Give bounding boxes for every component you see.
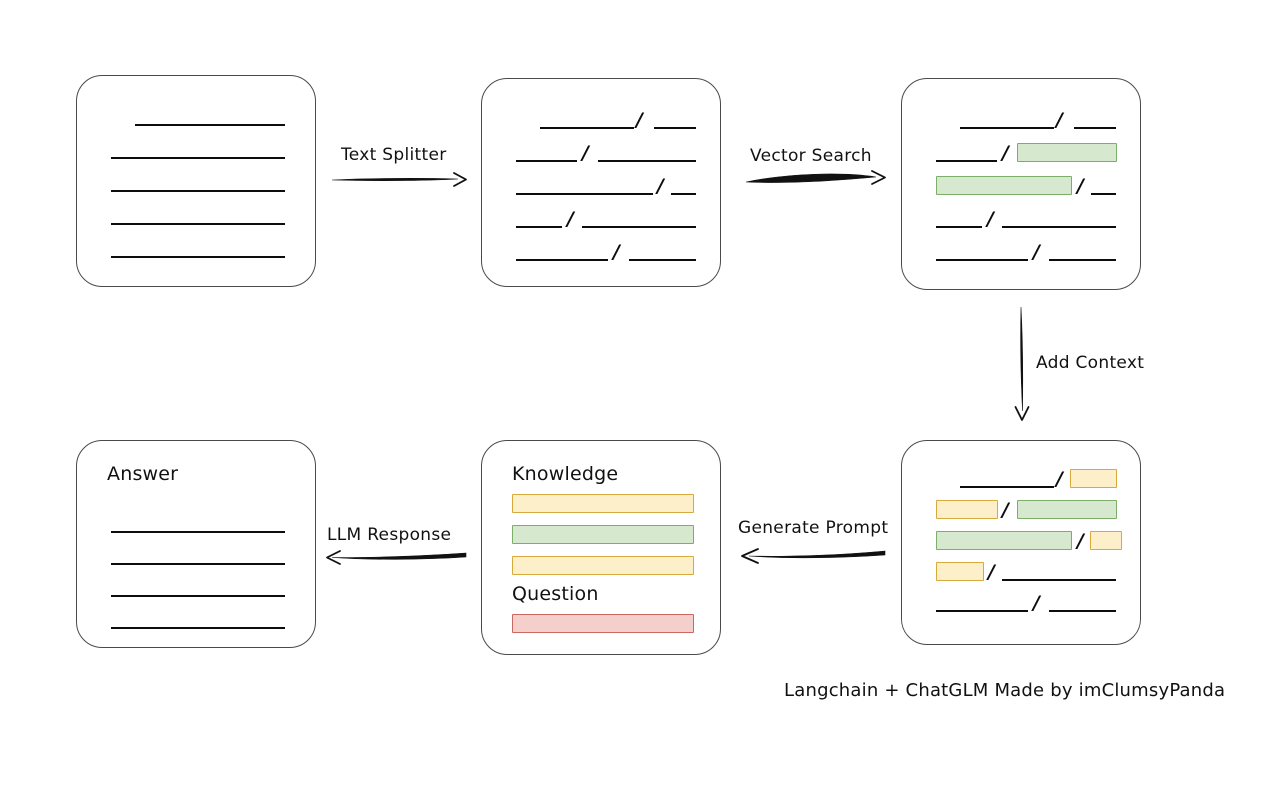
edge-vector-search-arrow <box>744 168 889 188</box>
context-document-body: / / / / / <box>902 441 1140 644</box>
edge-llm-response-label: LLM Response <box>327 525 452 545</box>
text-line-segment <box>111 190 285 192</box>
source-document-body <box>77 76 315 286</box>
chunk-separator-slash: / <box>1077 530 1084 552</box>
text-line-segment <box>111 256 285 258</box>
text-line-segment <box>936 259 1028 261</box>
chunk-separator-slash: / <box>988 561 995 583</box>
edge-text-splitter-arrow <box>330 170 470 188</box>
text-line-segment <box>516 160 577 162</box>
text-line-segment <box>135 124 285 126</box>
text-line-segment <box>936 610 1028 612</box>
chunk-separator-slash: / <box>582 142 589 164</box>
highlight-chip-green <box>936 531 1072 550</box>
text-line-segment <box>936 226 982 228</box>
chunk-separator-slash: / <box>613 241 620 263</box>
context-document-card[interactable]: / / / / / <box>901 440 1141 645</box>
chunk-separator-slash: / <box>657 175 664 197</box>
highlight-chip-green <box>1017 143 1117 162</box>
source-document-card[interactable] <box>76 75 316 287</box>
edge-generate-prompt-label: Generate Prompt <box>738 518 889 538</box>
prompt-bar-red <box>512 614 694 633</box>
chunk-separator-slash: / <box>1056 109 1063 131</box>
answer-card-body: Answer <box>77 441 315 647</box>
knowledge-label: Knowledge <box>512 463 619 485</box>
prompt-card[interactable]: Knowledge Question <box>481 440 721 655</box>
edge-text-splitter-label: Text Splitter <box>341 145 447 165</box>
edge-add-context-arrow <box>1012 305 1034 423</box>
split-document-card[interactable]: / / / / / <box>481 78 721 287</box>
edge-generate-prompt-arrow <box>733 545 888 565</box>
text-line-segment <box>671 193 696 195</box>
text-line-segment <box>1002 579 1116 581</box>
footer-caption: Langchain + ChatGLM Made by imClumsyPand… <box>784 680 1226 701</box>
edge-add-context-label: Add Context <box>1036 353 1145 373</box>
chunk-separator-slash: / <box>1056 468 1063 490</box>
edge-vector-search-label: Vector Search <box>750 146 872 166</box>
highlight-chip-yellow <box>1070 469 1117 488</box>
text-line-segment <box>111 563 285 565</box>
text-line-segment <box>1049 259 1116 261</box>
prompt-bar-yellow <box>512 494 694 513</box>
text-line-segment <box>1049 610 1116 612</box>
retrieved-document-card[interactable]: / / / / / <box>901 78 1141 290</box>
chunk-separator-slash: / <box>1077 175 1084 197</box>
text-line-segment <box>111 157 285 159</box>
split-document-body: / / / / / <box>482 79 720 286</box>
text-line-segment <box>1091 193 1116 195</box>
text-line-segment <box>1002 226 1116 228</box>
highlight-chip-yellow <box>936 500 998 519</box>
chunk-separator-slash: / <box>1033 592 1040 614</box>
highlight-chip-yellow <box>1090 531 1122 550</box>
prompt-bar-green <box>512 525 694 544</box>
answer-title: Answer <box>107 463 179 485</box>
text-line-segment <box>516 226 562 228</box>
text-line-segment <box>516 259 608 261</box>
edge-llm-response-arrow <box>318 548 468 566</box>
highlight-chip-yellow <box>936 562 984 581</box>
highlight-chip-green <box>1017 500 1117 519</box>
highlight-chip-green <box>936 176 1072 195</box>
text-line-segment <box>960 127 1054 129</box>
answer-card[interactable]: Answer <box>76 440 316 648</box>
text-line-segment <box>582 226 696 228</box>
text-line-segment <box>960 486 1054 488</box>
chunk-separator-slash: / <box>567 208 574 230</box>
text-line-segment <box>516 193 653 195</box>
question-label: Question <box>512 583 599 605</box>
chunk-separator-slash: / <box>1002 499 1009 521</box>
text-line-segment <box>629 259 696 261</box>
text-line-segment <box>111 595 285 597</box>
chunk-separator-slash: / <box>987 208 994 230</box>
chunk-separator-slash: / <box>636 109 643 131</box>
prompt-card-body: Knowledge Question <box>482 441 720 654</box>
text-line-segment <box>111 531 285 533</box>
text-line-segment <box>111 627 285 629</box>
text-line-segment <box>1074 127 1116 129</box>
text-line-segment <box>540 127 634 129</box>
retrieved-document-body: / / / / / <box>902 79 1140 289</box>
text-line-segment <box>936 160 997 162</box>
text-line-segment <box>654 127 696 129</box>
chunk-separator-slash: / <box>1002 142 1009 164</box>
text-line-segment <box>111 223 285 225</box>
prompt-bar-yellow <box>512 556 694 575</box>
chunk-separator-slash: / <box>1033 241 1040 263</box>
text-line-segment <box>598 160 696 162</box>
